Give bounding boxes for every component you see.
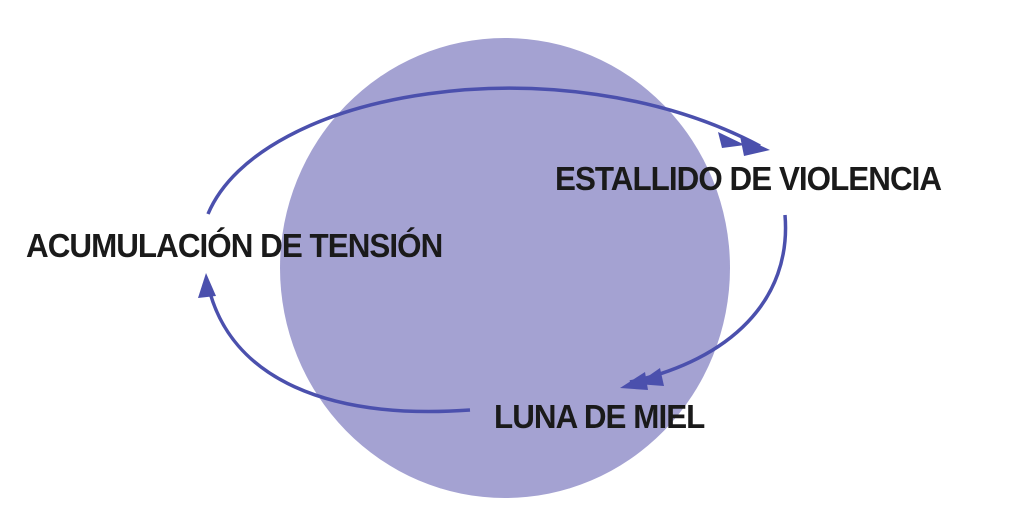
arrowhead-icon bbox=[740, 136, 770, 156]
arrowhead-icon bbox=[198, 273, 216, 298]
central-circle bbox=[280, 38, 730, 498]
arrowhead-icon bbox=[620, 372, 648, 390]
arrow-violence-to-honeymoon bbox=[629, 214, 788, 384]
arrowhead-icon bbox=[718, 132, 745, 148]
stage-honeymoon-label: LUNA DE MIEL bbox=[494, 398, 705, 435]
arrow-tension-to-violence bbox=[206, 86, 761, 215]
stage-violence-label: ESTALLIDO DE VIOLENCIA bbox=[555, 160, 942, 197]
stage-tension-label: ACUMULACIÓN DE TENSIÓN bbox=[26, 227, 443, 264]
arrow-honeymoon-to-tension bbox=[206, 284, 471, 414]
